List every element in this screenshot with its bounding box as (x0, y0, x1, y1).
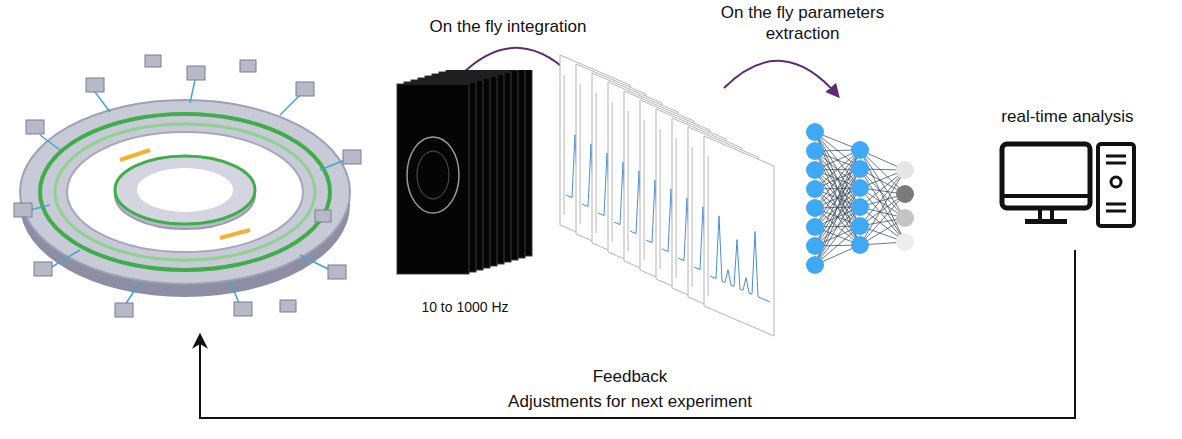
feedback-label: Feedback (480, 366, 780, 387)
detector-icon (385, 70, 545, 320)
node-heading: real-time analysis (985, 106, 1150, 127)
plot-stack (560, 55, 774, 336)
neural-network (806, 123, 914, 274)
computer-node: real-time analysis (985, 106, 1150, 236)
curved-arrow (724, 61, 838, 96)
feedback-label: Adjustments for next experiment (430, 391, 830, 412)
arrow-label: On the fly integration (398, 16, 618, 37)
frame-rate-label: 10 to 1000 Hz (385, 298, 545, 316)
arrow-label: On the fly parameters extraction (700, 2, 905, 44)
feedback-line (200, 250, 1075, 418)
detector-stack: 10 to 1000 Hz (385, 70, 545, 320)
synchrotron (14, 55, 361, 317)
